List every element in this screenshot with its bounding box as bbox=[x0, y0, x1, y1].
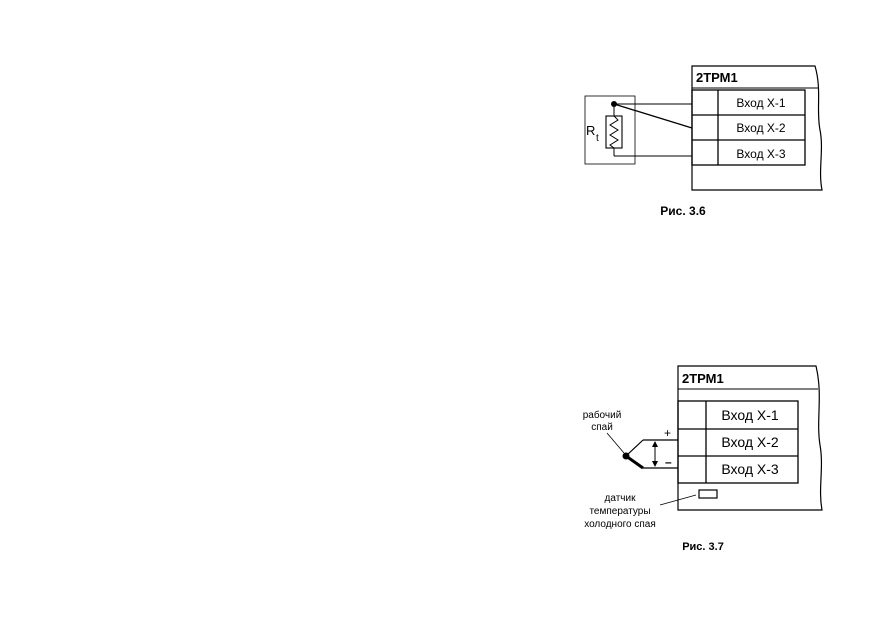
minus-sign: – bbox=[665, 455, 672, 469]
junction-label-line2: спай bbox=[591, 422, 613, 433]
terminal-block bbox=[677, 400, 799, 484]
sensor-box bbox=[584, 95, 636, 165]
figure-3-7: 2ТРМ1 Вход Х-1 Вход Х-2 Вход Х-3 датчик … bbox=[583, 365, 823, 553]
input-label-x2: Вход Х-2 bbox=[721, 434, 779, 450]
device-title: 2ТРМ1 bbox=[682, 371, 724, 386]
input-label-x3: Вход Х-3 bbox=[721, 461, 779, 477]
cj-label-line3: холодного спая bbox=[584, 519, 656, 530]
device-title: 2ТРМ1 bbox=[696, 70, 738, 85]
wire-x2 bbox=[613, 103, 693, 129]
device-housing bbox=[677, 365, 823, 511]
sensor-label: R bbox=[586, 123, 595, 138]
caption: Рис. 3.6 bbox=[660, 204, 706, 218]
voltage-arrow-icon bbox=[652, 441, 658, 467]
input-label-x1: Вход Х-1 bbox=[721, 407, 779, 423]
cold-junction-pointer bbox=[659, 494, 697, 506]
input-label-x1: Вход Х-1 bbox=[736, 96, 785, 110]
sensor-subscript: t bbox=[596, 133, 599, 144]
cj-label-line1: датчик bbox=[605, 493, 637, 504]
cj-label-line2: температуры bbox=[589, 506, 650, 517]
hot-junction-pointer bbox=[606, 432, 625, 454]
plus-sign: + bbox=[664, 426, 671, 440]
thermocouple-lead-plus bbox=[625, 439, 644, 457]
junction-label-line1: рабочий bbox=[583, 409, 622, 421]
hot-junction-dot bbox=[622, 452, 630, 460]
device-housing bbox=[691, 65, 823, 191]
input-label-x3: Вход Х-3 bbox=[736, 147, 785, 161]
figure-3-6: 2ТРМ1 Вход Х-1 Вход Х-2 Вход Х-3 R t Рис… bbox=[584, 65, 823, 218]
input-label-x2: Вход Х-2 bbox=[736, 121, 785, 135]
cold-junction-sensor-icon bbox=[698, 489, 718, 499]
caption: Рис. 3.7 bbox=[682, 541, 724, 553]
